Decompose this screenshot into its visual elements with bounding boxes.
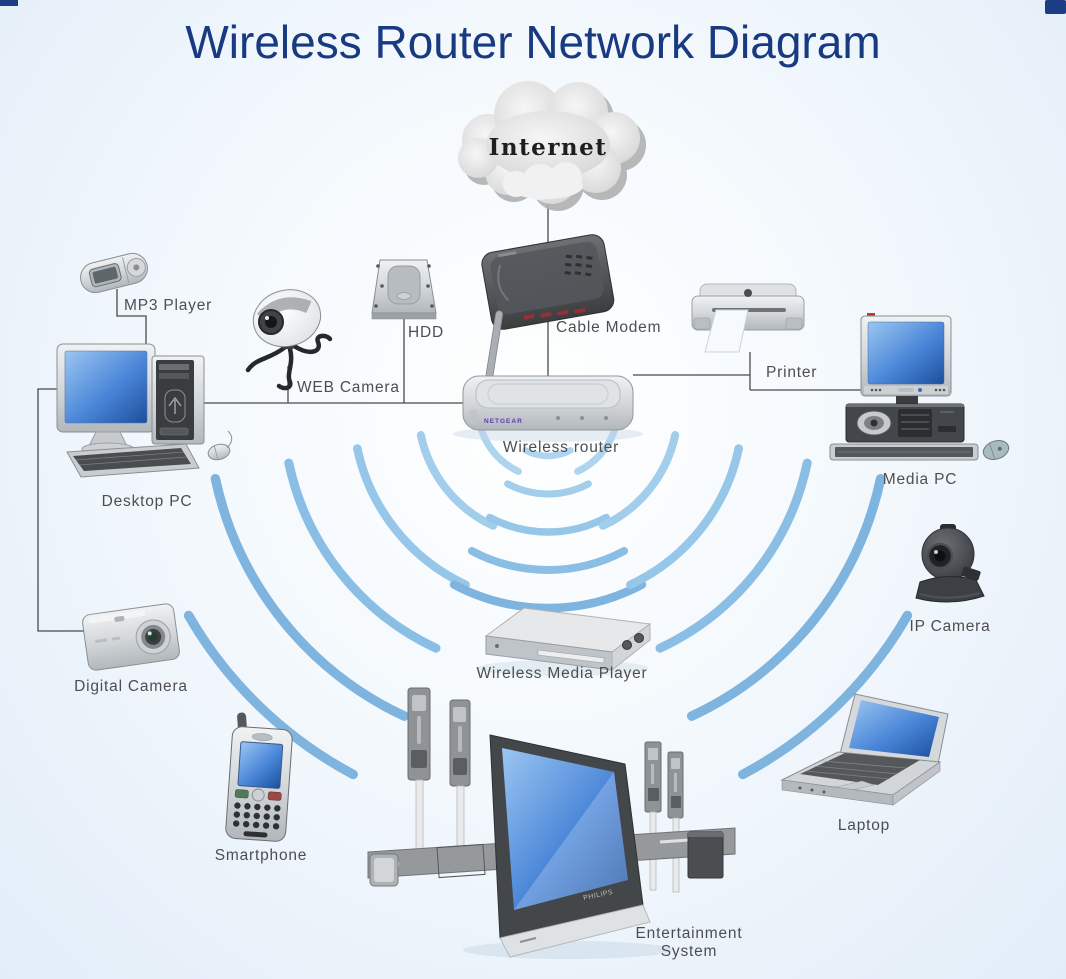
ip-camera-node: IP Camera <box>910 524 991 635</box>
wifi-fan-right <box>574 419 913 780</box>
internet-node: Internet <box>458 81 646 211</box>
entertainment-system-node: PHILIPS Entertainment System <box>367 687 743 960</box>
smartphone-label: Smartphone <box>215 847 307 864</box>
corner-mark-top-left <box>0 0 18 6</box>
laptop-screen <box>849 700 939 757</box>
laptop-node: Laptop <box>780 693 949 834</box>
wireless-media-player-node: Wireless Media Player <box>477 607 652 682</box>
desktop-pc-icon <box>56 343 233 478</box>
hdd-label: HDD <box>408 324 444 341</box>
cable-modem-icon <box>481 234 615 330</box>
wifi-signal-arcs <box>183 419 913 780</box>
media-pc-mouse <box>982 440 1010 460</box>
ip-camera-icon <box>915 524 985 603</box>
wifi-fan-left <box>183 419 522 780</box>
laptop-icon <box>780 693 949 806</box>
laptop-label: Laptop <box>838 817 890 834</box>
desktop-pc-node: Desktop PC <box>56 343 233 510</box>
printer-node: Printer <box>691 283 817 381</box>
wire-mp3-desktop <box>116 289 147 352</box>
entertainment-system-label-line2: System <box>661 943 717 960</box>
smartphone-node: Smartphone <box>215 712 307 864</box>
digital-camera-label: Digital Camera <box>74 678 188 695</box>
entertainment-tv-screen <box>502 748 628 910</box>
smartphone-screen <box>237 741 284 789</box>
wireless-media-player-icon <box>484 607 652 672</box>
web-camera-label: WEB Camera <box>297 379 400 396</box>
mp3-player-node: MP3 Player <box>80 252 212 314</box>
media-pc-label: Media PC <box>883 471 957 488</box>
web-camera-icon <box>245 289 333 391</box>
mp3-player-label: MP3 Player <box>124 297 212 314</box>
wireless-media-player-label: Wireless Media Player <box>477 665 648 682</box>
cloud-front-puff <box>503 162 583 200</box>
wireless-router-node: NETGEAR Wireless router <box>453 310 643 456</box>
smartphone-icon <box>225 712 293 842</box>
desktop-mouse <box>207 430 233 461</box>
printer-label: Printer <box>766 364 817 381</box>
router-brand: NETGEAR <box>484 418 523 425</box>
hdd-node: HDD <box>371 259 444 341</box>
desktop-monitor-screen <box>64 350 148 424</box>
wireless-router-label: Wireless router <box>503 439 619 456</box>
media-pc-icon <box>829 313 1010 461</box>
digital-camera-icon <box>82 603 180 671</box>
printer-icon <box>691 283 805 353</box>
printer-paper <box>704 309 749 353</box>
cable-modem-label: Cable Modem <box>556 319 661 336</box>
media-pc-node: Media PC <box>829 313 1010 488</box>
mp3-player-icon <box>80 252 148 294</box>
hdd-icon <box>371 259 437 320</box>
wireless-router-icon: NETGEAR <box>462 310 634 431</box>
ip-camera-label: IP Camera <box>910 618 991 635</box>
media-pc-screen <box>867 321 945 385</box>
internet-label: Internet <box>489 134 608 161</box>
modem-led-lights <box>523 308 586 320</box>
wired-connections <box>37 197 861 632</box>
entertainment-system-label-line1: Entertainment <box>636 925 743 942</box>
page-title: Wireless Router Network Diagram <box>185 16 880 68</box>
cable-modem-node: Cable Modem <box>481 234 661 336</box>
digital-camera-node: Digital Camera <box>74 603 188 695</box>
entertainment-system-icon: PHILIPS <box>367 687 736 959</box>
web-camera-node: WEB Camera <box>245 289 400 396</box>
wire-desktop-digitalcamera <box>37 388 88 632</box>
desktop-pc-label: Desktop PC <box>102 493 193 510</box>
corner-mark-top-right <box>1045 0 1066 14</box>
wifi-fan-center <box>449 447 647 613</box>
